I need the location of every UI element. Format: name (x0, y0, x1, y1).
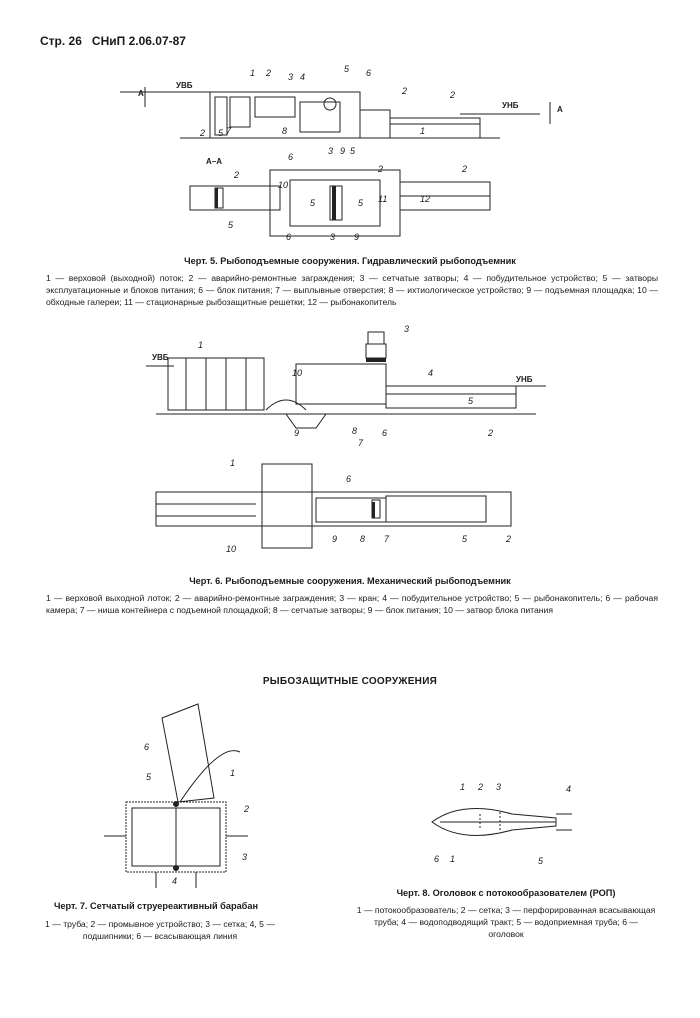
svg-text:3: 3 (496, 782, 501, 792)
fig7-drawing: 6 5 1 2 3 4 (104, 703, 249, 888)
standard-code: СНиП 2.06.07-87 (91, 34, 186, 48)
svg-text:9: 9 (354, 232, 359, 242)
svg-text:2: 2 (377, 164, 383, 174)
svg-text:1: 1 (230, 458, 235, 468)
fig6-caption: Черт. 6. Рыбоподъемные сооружения. Механ… (189, 576, 511, 586)
svg-text:А: А (557, 105, 563, 114)
svg-text:5: 5 (146, 772, 152, 782)
svg-text:2: 2 (243, 804, 249, 814)
svg-text:8: 8 (352, 426, 357, 436)
svg-text:3: 3 (242, 852, 247, 862)
svg-text:10: 10 (226, 544, 236, 554)
svg-text:7: 7 (358, 438, 364, 448)
svg-text:5: 5 (538, 856, 544, 866)
svg-text:6: 6 (382, 428, 387, 438)
svg-text:6: 6 (434, 854, 439, 864)
svg-text:2: 2 (401, 86, 407, 96)
svg-text:7: 7 (226, 126, 232, 136)
svg-text:2: 2 (487, 428, 493, 438)
svg-text:4: 4 (566, 784, 571, 794)
svg-text:5: 5 (218, 128, 224, 138)
svg-text:10: 10 (292, 368, 302, 378)
svg-text:6: 6 (366, 68, 371, 78)
svg-text:1: 1 (450, 854, 455, 864)
svg-text:2: 2 (449, 90, 455, 100)
fig5-caption: Черт. 5. Рыбоподъемные сооружения. Гидра… (184, 256, 516, 266)
page-header: Стр. 26 СНиП 2.06.07-87 (40, 34, 186, 48)
svg-text:2: 2 (199, 128, 205, 138)
svg-text:5: 5 (358, 198, 364, 208)
fig6-uvb-label: УВБ (152, 353, 169, 362)
svg-text:9: 9 (340, 146, 345, 156)
section-title: РЫБОЗАЩИТНЫЕ СООРУЖЕНИЯ (262, 676, 438, 687)
svg-text:5: 5 (468, 396, 474, 406)
svg-text:3: 3 (404, 324, 409, 334)
svg-text:10: 10 (278, 180, 288, 190)
svg-text:3: 3 (328, 146, 333, 156)
svg-text:5: 5 (344, 64, 350, 74)
svg-text:6: 6 (288, 152, 293, 162)
fig8-drawing: 1 2 3 4 5 6 1 (431, 782, 572, 866)
svg-text:5: 5 (228, 220, 234, 230)
svg-text:5: 5 (462, 534, 468, 544)
svg-text:4: 4 (300, 72, 305, 82)
fig7-caption: Черт. 7. Сетчатый струереактивный бараба… (53, 901, 259, 911)
fig5-uvb-label: УВБ (176, 81, 193, 90)
svg-text:3: 3 (330, 232, 335, 242)
svg-text:1: 1 (230, 768, 235, 778)
fig5-unb-label: УНБ (502, 101, 519, 110)
svg-text:7: 7 (384, 534, 390, 544)
svg-text:А: А (138, 89, 144, 98)
svg-text:5: 5 (310, 198, 316, 208)
svg-text:6: 6 (144, 742, 149, 752)
svg-text:1: 1 (460, 782, 465, 792)
svg-text:2: 2 (265, 68, 271, 78)
svg-text:4: 4 (428, 368, 433, 378)
fig8-caption: Черт. 8. Оголовок с потокообразователем … (396, 888, 616, 898)
svg-text:8: 8 (360, 534, 365, 544)
fig5-legend: 1 — верховой (выходной) поток; 2 — авари… (46, 273, 658, 307)
svg-text:4: 4 (172, 876, 177, 886)
svg-text:6: 6 (346, 474, 351, 484)
svg-text:12: 12 (420, 194, 430, 204)
svg-text:2: 2 (477, 782, 483, 792)
svg-text:1: 1 (250, 68, 255, 78)
svg-text:6: 6 (286, 232, 291, 242)
svg-text:2: 2 (461, 164, 467, 174)
svg-text:2: 2 (233, 170, 239, 180)
svg-text:9: 9 (294, 428, 299, 438)
svg-text:2: 2 (505, 534, 511, 544)
fig6-legend: 1 — верховой выходной лоток; 2 — аварийн… (46, 593, 658, 615)
page-number: Стр. 26 (40, 34, 82, 48)
svg-text:9: 9 (332, 534, 337, 544)
svg-text:5: 5 (350, 146, 356, 156)
svg-text:11: 11 (378, 194, 387, 204)
svg-text:1: 1 (420, 126, 425, 136)
svg-text:8: 8 (282, 126, 287, 136)
fig5-section-label: А–А (206, 157, 222, 166)
svg-text:3: 3 (288, 72, 293, 82)
svg-text:1: 1 (198, 340, 203, 350)
fig8-legend: 1 — потокообразователь; 2 — сетка; 3 — п… (356, 905, 656, 939)
fig6-unb-label: УНБ (516, 375, 533, 384)
fig7-legend: 1 — труба; 2 — промывное устройство; 3 —… (45, 919, 275, 941)
